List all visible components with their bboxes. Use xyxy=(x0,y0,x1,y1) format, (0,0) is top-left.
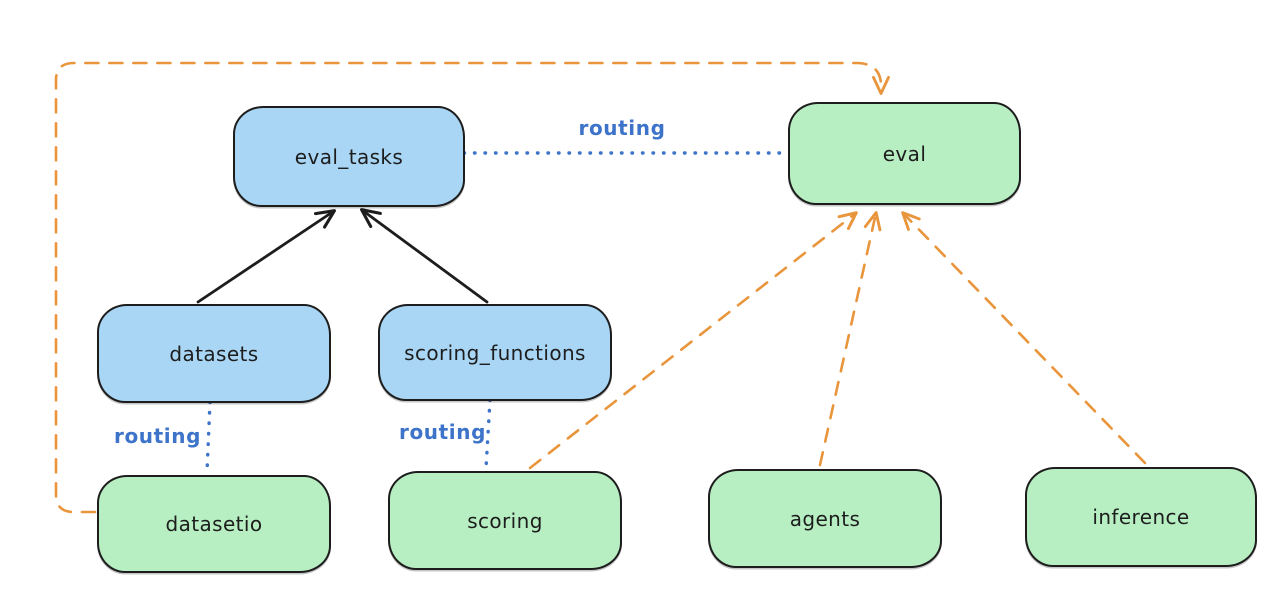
node-agents-label: agents xyxy=(789,506,861,531)
node-scoring-functions-label: scoring_functions xyxy=(404,340,586,365)
node-eval[interactable]: eval xyxy=(788,102,1021,205)
edge-scoring-functions-to-scoring-routing xyxy=(484,398,492,470)
edge-datasets-to-eval-tasks xyxy=(196,209,337,304)
edge-inference-to-eval xyxy=(901,211,1147,465)
node-eval-label: eval xyxy=(882,141,927,166)
node-datasets-label: datasets xyxy=(169,341,259,366)
node-scoring-functions[interactable]: scoring_functions xyxy=(378,304,612,401)
node-inference[interactable]: inference xyxy=(1025,467,1257,567)
node-datasetio-label: datasetio xyxy=(165,512,263,536)
node-scoring[interactable]: scoring xyxy=(388,471,622,570)
edge-scoring-to-eval xyxy=(528,211,858,470)
edge-label-routing-eval-tasks-eval: routing xyxy=(578,116,666,140)
edge-label-routing-datasets-datasetio: routing xyxy=(114,424,202,448)
edge-agents-to-eval xyxy=(818,211,882,467)
edge-label-routing-scoring-functions-scoring: routing xyxy=(399,420,487,444)
edge-scoring-functions-to-eval-tasks xyxy=(360,208,489,304)
node-datasets[interactable]: datasets xyxy=(97,304,331,403)
node-agents[interactable]: agents xyxy=(708,469,942,568)
node-scoring-label: scoring xyxy=(467,508,543,533)
edge-datasetio-to-eval xyxy=(54,61,890,514)
node-eval-tasks[interactable]: eval_tasks xyxy=(233,106,465,207)
node-eval-tasks-label: eval_tasks xyxy=(294,144,404,169)
node-datasetio[interactable]: datasetio xyxy=(97,475,331,573)
node-inference-label: inference xyxy=(1092,505,1190,529)
edge-datasets-to-datasetio-routing xyxy=(205,400,212,474)
